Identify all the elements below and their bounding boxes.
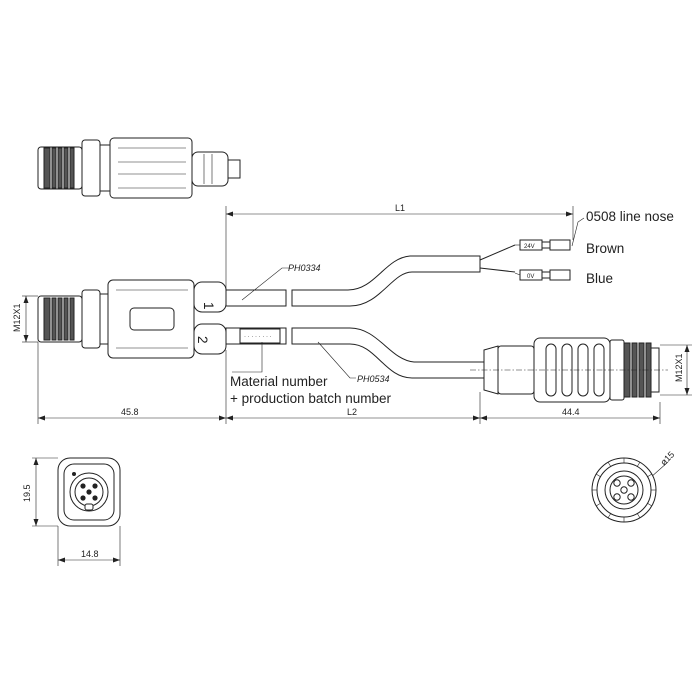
dim-right-length: 44.4 (562, 407, 580, 417)
label-blue: Blue (586, 271, 613, 286)
code-ph0334: PH0334 (288, 263, 321, 273)
dim-left-length: 45.8 (121, 407, 139, 417)
label-batch-number: + production batch number (230, 391, 391, 406)
top-side-view (37, 137, 241, 199)
front-view-male (32, 457, 121, 566)
dim-front-width: 14.8 (81, 549, 99, 559)
main-assembly-view: 1 2 (37, 279, 227, 359)
dim-L2: L2 (347, 407, 357, 417)
label-brown: Brown (586, 241, 624, 256)
thread-knurl-top (43, 147, 75, 189)
front-view-female (591, 457, 657, 523)
sleeve-print: · · · · · · · · (244, 334, 272, 340)
thread-knurl-main (43, 297, 75, 341)
wire-tag-0v-text: 0V (527, 274, 534, 280)
dim-thread-right: M12X1 (674, 353, 684, 382)
wire-tag-24v-text: 24V (524, 244, 535, 250)
port-1-label: 1 (201, 302, 216, 310)
dimension-lines (22, 206, 692, 479)
dim-L1: L1 (395, 203, 405, 213)
knurl-ring (592, 458, 656, 522)
code-ph0534: PH0534 (357, 374, 390, 384)
label-material-number: Material number (230, 374, 328, 389)
dim-thread-left: M12X1 (12, 303, 22, 332)
dim-front-height: 19.5 (22, 484, 32, 502)
cables: · · · · · · · · 24V 0V (225, 239, 571, 379)
dim-diameter: ø15 (658, 449, 676, 467)
material-label-sleeve (239, 328, 281, 344)
label-line-nose: 0508 line nose (586, 209, 674, 224)
port-2-label: 2 (195, 336, 210, 344)
